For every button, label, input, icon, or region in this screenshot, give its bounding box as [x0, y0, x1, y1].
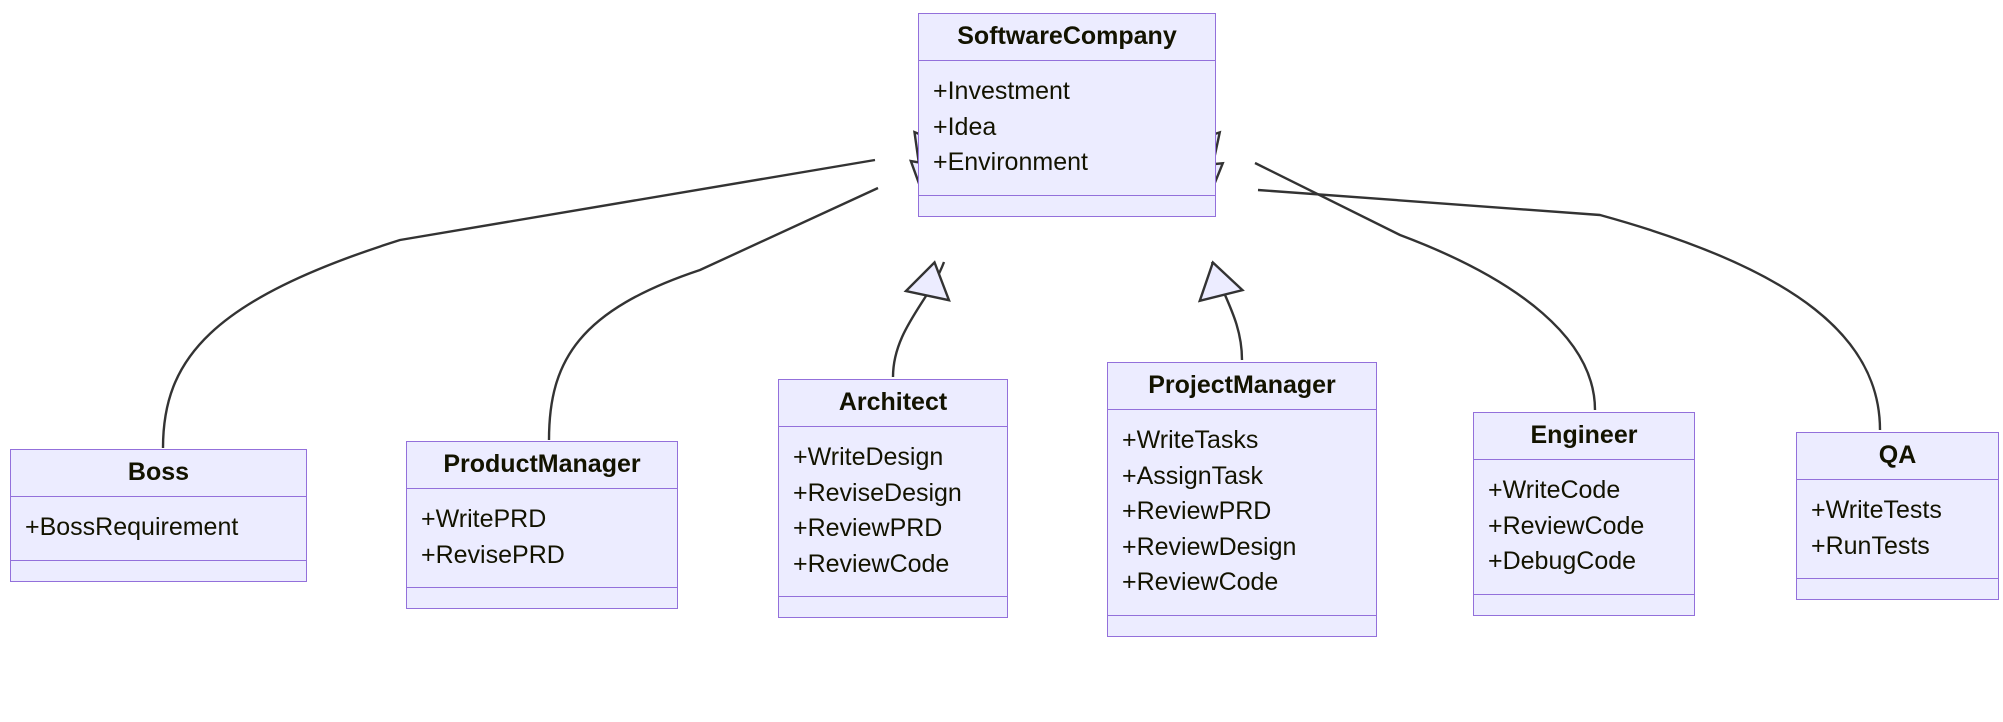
class-methods-engineer [1474, 595, 1694, 615]
member-line: +ReviewDesign [1122, 532, 1297, 561]
member-line: +WriteTests [1811, 496, 1942, 525]
member-line: +WriteTasks [1122, 426, 1259, 455]
class-node-engineer[interactable]: Engineer +WriteCode +ReviewCode +DebugCo… [1473, 412, 1695, 616]
inheritance-arrowhead-architect [903, 260, 951, 302]
class-methods-boss [11, 561, 306, 581]
class-title-engineer: Engineer [1474, 413, 1694, 461]
member-line: +WritePRD [421, 505, 547, 534]
class-node-boss[interactable]: Boss +BossRequirement [10, 449, 307, 582]
member-line: +AssignTask [1122, 461, 1264, 490]
member-line: +RevisePRD [421, 540, 565, 569]
member-line: +Investment [933, 77, 1070, 106]
class-title-architect: Architect [779, 380, 1007, 428]
member-line: +ReviseDesign [793, 478, 962, 507]
inheritance-arrowhead-projectmanager [1197, 260, 1245, 303]
class-title-software-company: SoftwareCompany [919, 14, 1215, 62]
class-node-qa[interactable]: QA +WriteTests +RunTests [1796, 432, 1999, 601]
member-line: +Idea [933, 112, 997, 141]
member-line: +Environment [933, 148, 1088, 177]
member-line: +ReviewPRD [793, 514, 943, 543]
edge-architect-to-softwarecompany [891, 261, 946, 378]
class-methods-product-manager [407, 588, 677, 608]
class-members-project-manager: +WriteTasks +AssignTask +ReviewPRD +Revi… [1108, 410, 1376, 616]
member-line: +DebugCode [1488, 547, 1637, 576]
member-line: +ReviewCode [1122, 568, 1279, 597]
member-line: +ReviewCode [1488, 511, 1645, 540]
class-node-software-company[interactable]: SoftwareCompany +Investment +Idea +Envir… [918, 13, 1216, 217]
edge-projectmanager-to-softwarecompany [1210, 261, 1244, 361]
class-members-software-company: +Investment +Idea +Environment [919, 61, 1215, 196]
class-title-product-manager: ProductManager [407, 442, 677, 490]
class-node-architect[interactable]: Architect +WriteDesign +ReviseDesign +Re… [778, 379, 1008, 619]
member-line: +WriteDesign [793, 443, 944, 472]
class-members-engineer: +WriteCode +ReviewCode +DebugCode [1474, 460, 1694, 595]
class-node-project-manager[interactable]: ProjectManager +WriteTasks +AssignTask +… [1107, 362, 1377, 637]
class-node-product-manager[interactable]: ProductManager +WritePRD +RevisePRD [406, 441, 678, 610]
class-members-product-manager: +WritePRD +RevisePRD [407, 489, 677, 589]
class-title-boss: Boss [11, 450, 306, 498]
class-members-architect: +WriteDesign +ReviseDesign +ReviewPRD +R… [779, 427, 1007, 598]
member-line: +BossRequirement [25, 513, 239, 542]
member-line: +ReviewCode [793, 549, 950, 578]
member-line: +WriteCode [1488, 476, 1621, 505]
class-methods-architect [779, 597, 1007, 617]
member-line: +ReviewPRD [1122, 497, 1272, 526]
class-members-qa: +WriteTests +RunTests [1797, 480, 1998, 580]
class-methods-software-company [919, 196, 1215, 216]
class-methods-qa [1797, 579, 1998, 599]
edge-boss-to-softwarecompany [161, 158, 876, 449]
class-methods-project-manager [1108, 616, 1376, 636]
class-title-qa: QA [1797, 433, 1998, 481]
class-members-boss: +BossRequirement [11, 497, 306, 561]
member-line: +RunTests [1811, 531, 1930, 560]
class-title-project-manager: ProjectManager [1108, 363, 1376, 411]
